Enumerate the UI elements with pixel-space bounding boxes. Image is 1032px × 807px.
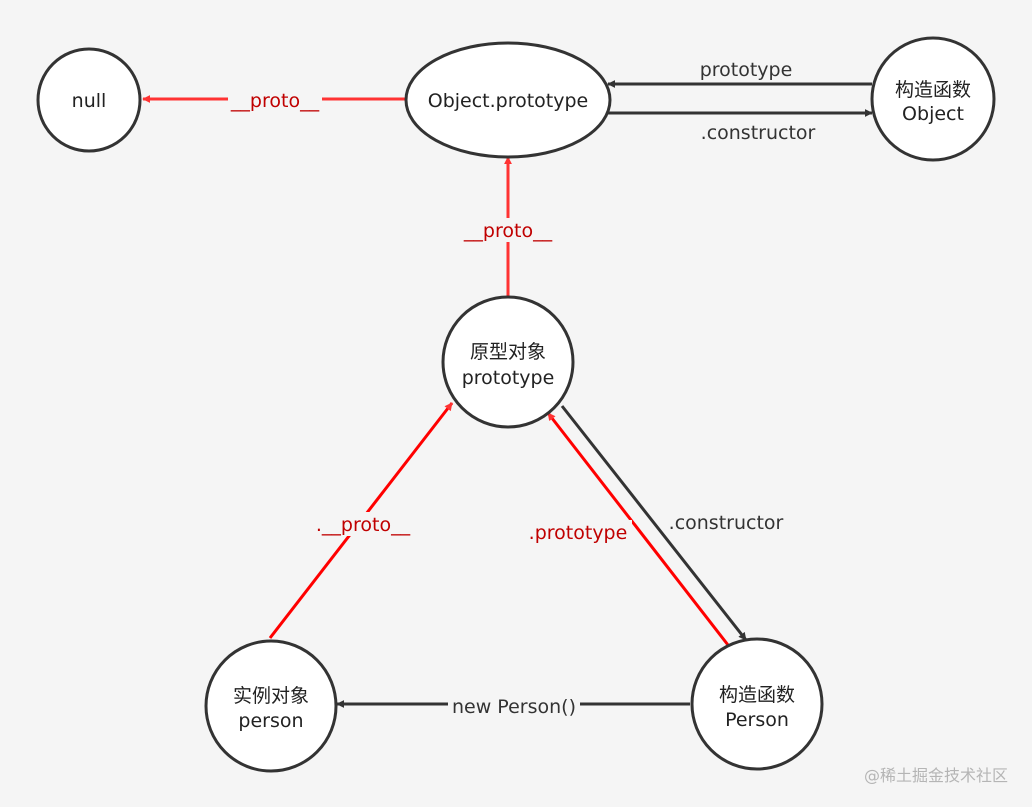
node-instance-person-line1: 实例对象	[233, 685, 309, 707]
node-prototype-object: 原型对象 prototype	[441, 295, 575, 429]
node-null-label: null	[72, 90, 107, 112]
label-objproto-to-null: __proto__	[230, 90, 320, 112]
label-person-to-protoobj: .prototype	[529, 522, 628, 544]
node-prototype-object-line1: 原型对象	[470, 341, 546, 363]
edge-person-to-protoobj	[546, 412, 730, 646]
node-object-constructor-line1: 构造函数	[895, 79, 971, 101]
label-ctor-to-objproto: prototype	[700, 59, 793, 81]
node-object-prototype-label: Object.prototype	[428, 90, 589, 112]
watermark: @稀土掘金技术社区	[864, 766, 1008, 785]
node-prototype-object-line2: prototype	[462, 367, 555, 389]
label-objproto-to-ctor: .constructor	[701, 122, 816, 144]
label-protoobj-to-person: .constructor	[669, 512, 784, 534]
label-protoobj-to-objproto: __proto__	[463, 220, 553, 242]
node-instance-person: 实例对象 person	[204, 639, 338, 773]
node-object-constructor-line2: Object	[902, 103, 964, 125]
label-person-to-instance: new Person()	[452, 696, 576, 718]
node-null: null	[36, 47, 142, 153]
node-person-constructor-line2: Person	[725, 709, 789, 731]
node-object-constructor: 构造函数 Object	[870, 36, 996, 162]
label-instance-to-protoobj: .__proto__	[316, 514, 411, 536]
edge-protoobj-to-person	[560, 405, 748, 641]
node-object-prototype: Object.prototype	[404, 41, 612, 159]
node-person-constructor: 构造函数 Person	[690, 637, 824, 771]
node-person-constructor-line1: 构造函数	[719, 684, 795, 706]
node-instance-person-line2: person	[238, 710, 303, 732]
